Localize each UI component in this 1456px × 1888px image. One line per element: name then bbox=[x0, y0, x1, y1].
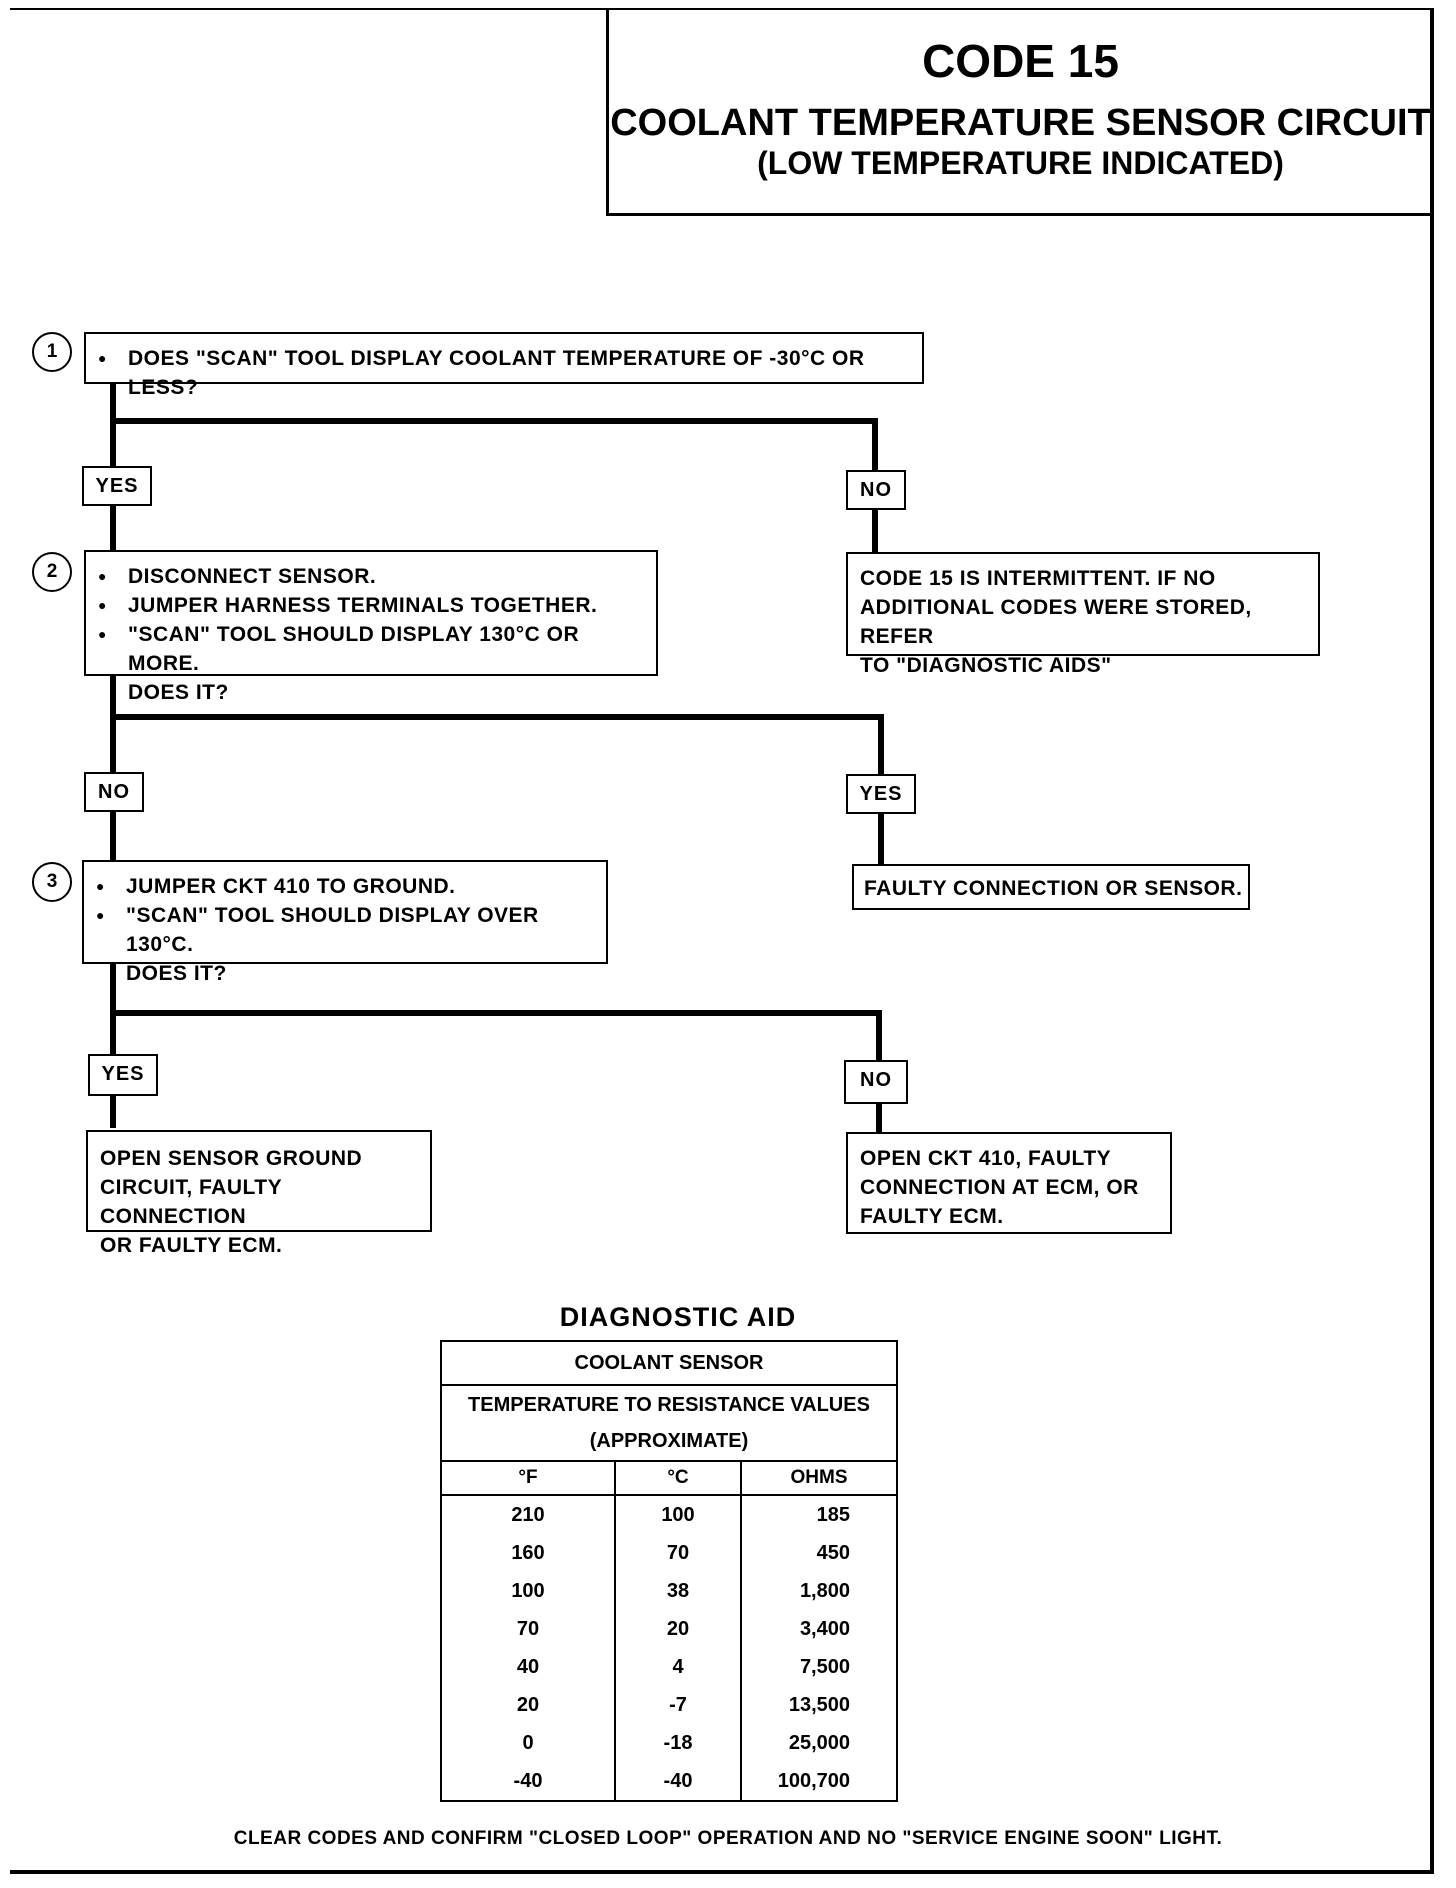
table-subtitle-line: (APPROXIMATE) bbox=[589, 1430, 749, 1452]
open-sensor-ground-line: CIRCUIT, FAULTY CONNECTION bbox=[100, 1176, 282, 1228]
cell-fahrenheit: 160 bbox=[440, 1534, 616, 1572]
cell-celsius: 100 bbox=[614, 1495, 742, 1534]
cell-ohms: 450 bbox=[740, 1534, 898, 1572]
step-2-question: DOES IT? bbox=[128, 681, 229, 704]
diagnostic-aid-title: DIAGNOSTIC AID bbox=[559, 1302, 797, 1332]
no-label: NO bbox=[84, 772, 144, 812]
yes-label: YES bbox=[88, 1054, 158, 1096]
cell-ohms: 13,500 bbox=[740, 1686, 898, 1724]
open-sensor-ground-line: OPEN SENSOR GROUND bbox=[100, 1147, 363, 1170]
open-ckt-line: CONNECTION AT ECM, OR bbox=[860, 1176, 1139, 1199]
code-title: CODE 15 bbox=[922, 35, 1119, 87]
step-2-number: 2 bbox=[32, 552, 72, 592]
connector-line bbox=[110, 714, 884, 720]
column-header-celsius: °C bbox=[614, 1460, 742, 1496]
intermittent-line: ADDITIONAL CODES WERE STORED, REFER bbox=[860, 596, 1252, 648]
cell-celsius: 70 bbox=[614, 1534, 742, 1572]
cell-celsius: 38 bbox=[614, 1572, 742, 1610]
cell-celsius: -40 bbox=[614, 1762, 742, 1802]
cell-fahrenheit: 70 bbox=[440, 1610, 616, 1648]
connector-line bbox=[110, 962, 116, 1128]
cell-celsius: 4 bbox=[614, 1648, 742, 1686]
cell-fahrenheit: 100 bbox=[440, 1572, 616, 1610]
step-3-box: JUMPER CKT 410 TO GROUND. "SCAN" TOOL SH… bbox=[82, 860, 608, 985]
step-3-bullet: JUMPER CKT 410 TO GROUND. bbox=[84, 872, 606, 901]
step-2-bullet: DISCONNECT SENSOR. bbox=[86, 562, 656, 591]
circuit-subtitle: (LOW TEMPERATURE INDICATED) bbox=[757, 145, 1284, 181]
step-1-box: DOES "SCAN" TOOL DISPLAY COOLANT TEMPERA… bbox=[84, 332, 924, 399]
cell-fahrenheit: -40 bbox=[440, 1762, 616, 1802]
yes-label: YES bbox=[82, 466, 152, 506]
cell-fahrenheit: 0 bbox=[440, 1724, 616, 1762]
cell-celsius: -7 bbox=[614, 1686, 742, 1724]
step-1-number: 1 bbox=[32, 332, 72, 372]
step-3-number: 3 bbox=[32, 862, 72, 902]
connector-line bbox=[110, 1010, 882, 1016]
step-2-box: DISCONNECT SENSOR. JUMPER HARNESS TERMIN… bbox=[84, 550, 658, 704]
step-3-bullet: "SCAN" TOOL SHOULD DISPLAY OVER 130°C. bbox=[84, 901, 606, 959]
footer-instruction: CLEAR CODES AND CONFIRM "CLOSED LOOP" OP… bbox=[233, 1828, 1223, 1849]
cell-ohms: 185 bbox=[740, 1495, 898, 1534]
cell-fahrenheit: 210 bbox=[440, 1495, 616, 1534]
cell-celsius: -18 bbox=[614, 1724, 742, 1762]
page-frame bbox=[10, 8, 1434, 1874]
title-box: CODE 15 COOLANT TEMPERATURE SENSOR CIRCU… bbox=[606, 8, 1432, 216]
cell-fahrenheit: 20 bbox=[440, 1686, 616, 1724]
step-1-bullet: DOES "SCAN" TOOL DISPLAY COOLANT TEMPERA… bbox=[86, 344, 922, 402]
connector-line bbox=[110, 418, 878, 424]
column-header-fahrenheit: °F bbox=[440, 1460, 616, 1496]
open-ckt-line: OPEN CKT 410, FAULTY bbox=[860, 1147, 1112, 1170]
cell-ohms: 25,000 bbox=[740, 1724, 898, 1762]
cell-ohms: 100,700 bbox=[740, 1762, 898, 1802]
cell-ohms: 7,500 bbox=[740, 1648, 898, 1686]
cell-fahrenheit: 40 bbox=[440, 1648, 616, 1686]
step-2-bullet: "SCAN" TOOL SHOULD DISPLAY 130°C OR MORE… bbox=[86, 620, 656, 678]
column-header-ohms: OHMS bbox=[740, 1460, 898, 1496]
intermittent-line: TO "DIAGNOSTIC AIDS" bbox=[860, 654, 1112, 677]
intermittent-line: CODE 15 IS INTERMITTENT. IF NO bbox=[860, 567, 1216, 590]
open-sensor-ground-line: OR FAULTY ECM. bbox=[100, 1234, 283, 1257]
table-title: COOLANT SENSOR bbox=[440, 1340, 898, 1386]
circuit-title: COOLANT TEMPERATURE SENSOR CIRCUIT bbox=[610, 102, 1431, 144]
step-3-question: DOES IT? bbox=[126, 962, 227, 985]
faulty-connection-text: FAULTY CONNECTION OR SENSOR. bbox=[864, 877, 1243, 900]
cell-ohms: 1,800 bbox=[740, 1572, 898, 1610]
faulty-connection-result-box: FAULTY CONNECTION OR SENSOR. bbox=[852, 864, 1250, 910]
open-ckt-result-box: OPEN CKT 410, FAULTY CONNECTION AT ECM, … bbox=[846, 1132, 1172, 1234]
coolant-sensor-table: COOLANT SENSOR TEMPERATURE TO RESISTANCE… bbox=[440, 1340, 898, 1802]
no-label: NO bbox=[846, 470, 906, 510]
cell-ohms: 3,400 bbox=[740, 1610, 898, 1648]
cell-celsius: 20 bbox=[614, 1610, 742, 1648]
step-2-bullet: JUMPER HARNESS TERMINALS TOGETHER. bbox=[86, 591, 656, 620]
table-subtitle-line: TEMPERATURE TO RESISTANCE VALUES bbox=[468, 1394, 870, 1416]
open-sensor-ground-result-box: OPEN SENSOR GROUND CIRCUIT, FAULTY CONNE… bbox=[86, 1130, 432, 1257]
open-ckt-line: FAULTY ECM. bbox=[860, 1205, 1004, 1228]
no-label: NO bbox=[844, 1060, 908, 1104]
connector-line bbox=[110, 672, 116, 862]
table-subtitle: TEMPERATURE TO RESISTANCE VALUES (APPROX… bbox=[440, 1384, 898, 1462]
yes-label: YES bbox=[846, 774, 916, 814]
intermittent-result-box: CODE 15 IS INTERMITTENT. IF NO ADDITIONA… bbox=[846, 552, 1320, 677]
